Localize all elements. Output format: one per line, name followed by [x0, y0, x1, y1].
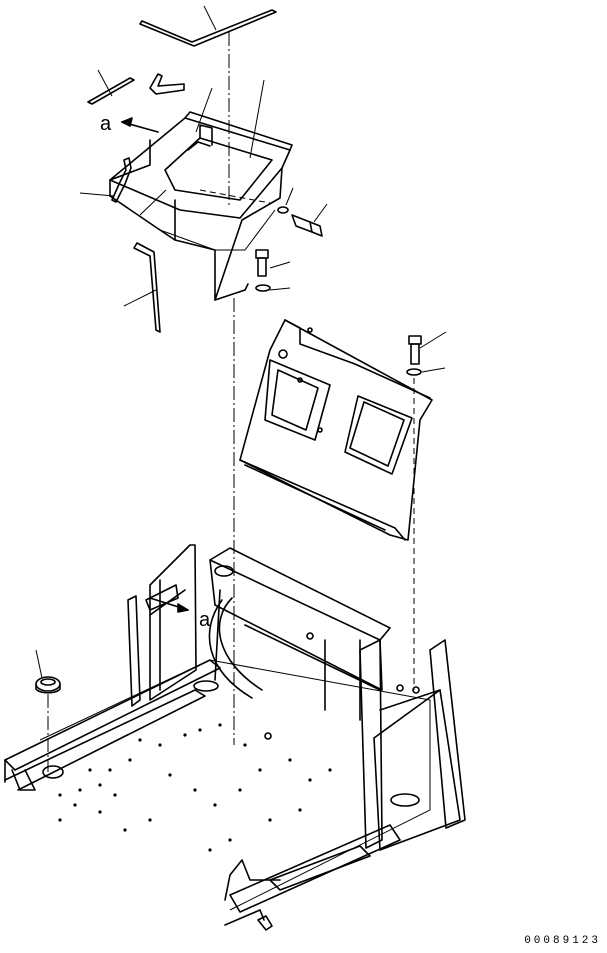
- wire-part: [111, 157, 132, 203]
- mat-strip: [139, 9, 277, 47]
- drawing-number: 00089123: [524, 935, 601, 947]
- l-rod-part: [133, 242, 161, 333]
- cover-box: [109, 111, 293, 301]
- clip-part: [149, 73, 185, 95]
- bolt-middle: [255, 249, 271, 292]
- assembly-lines: [47, 32, 415, 772]
- rod-part: [87, 77, 135, 105]
- bolt-upper: [277, 206, 323, 237]
- floor-plug: [35, 676, 61, 694]
- floor-frame: [4, 544, 466, 931]
- view-marker-lower: a: [199, 609, 211, 631]
- view-arrow-lower: [149, 597, 189, 613]
- view-arrow-upper: [121, 117, 159, 133]
- bolt-right: [406, 335, 422, 376]
- view-marker-upper: a: [100, 113, 112, 135]
- side-panel: [239, 319, 433, 541]
- callout-leaders: [35, 5, 447, 679]
- floor-hole-pattern: [58, 723, 332, 852]
